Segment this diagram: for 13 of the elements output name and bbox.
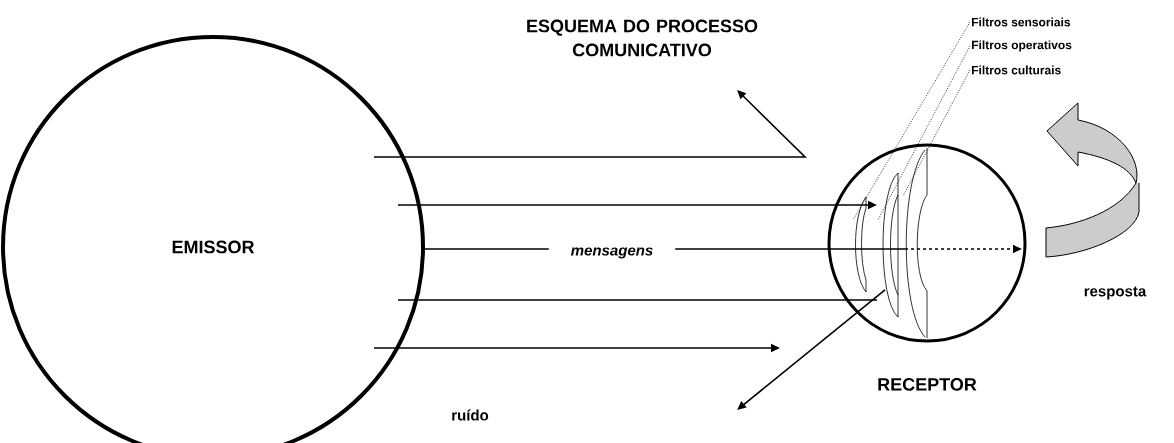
filter-label: Filtros culturais — [972, 65, 1061, 75]
arrow — [373, 90, 807, 158]
filter-label: Filtros operativos — [972, 40, 1072, 52]
text-label: ruído — [452, 409, 489, 421]
arrow — [737, 289, 886, 410]
leader-line — [852, 21, 971, 221]
leader-line — [902, 69, 971, 197]
filter-label: Filtros sensoriais — [972, 17, 1071, 27]
leader-line — [877, 45, 971, 221]
title: ESQUEMA DO PROCESSO COMUNICATIVO — [527, 19, 758, 57]
node-label: RECEPTOR — [878, 378, 977, 391]
edge-label: mensagens — [548, 244, 676, 262]
text-label: resposta — [1084, 286, 1147, 300]
